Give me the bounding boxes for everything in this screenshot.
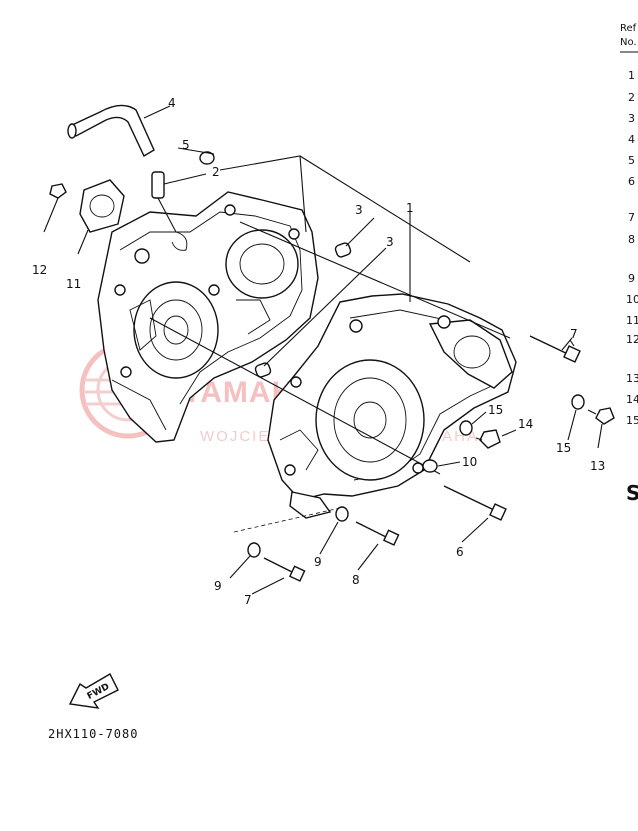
- crankshaft-axis-line: [149, 317, 441, 475]
- bolt-13: [587, 407, 615, 425]
- ref-num: 6: [628, 175, 635, 188]
- section-letter: S: [626, 481, 638, 505]
- breather-cap: [177, 147, 215, 165]
- ref-num: 11: [626, 314, 638, 327]
- callout-6: 6: [456, 545, 464, 559]
- ref-column: Ref No. 1 2 3 4 5 6 7 8 9 10 11 12 13 14…: [620, 23, 638, 505]
- washer-9-lower: [247, 542, 261, 558]
- callout-15-right: 15: [556, 441, 571, 455]
- callout-1: 1: [406, 201, 414, 215]
- bolt-7-lower: [263, 557, 306, 582]
- diagram-code: 2HX110-7080: [48, 727, 138, 741]
- callout-14: 14: [518, 417, 533, 431]
- callout-2: 2: [212, 165, 220, 179]
- bolt-6: [443, 485, 507, 521]
- ref-header-line1: Ref: [620, 23, 637, 34]
- upper-axis-line: [239, 221, 511, 339]
- o-ring-10: [422, 459, 438, 473]
- callout-3a: 3: [355, 203, 363, 217]
- washer-9-upper: [335, 506, 349, 522]
- leader-lines: [219, 155, 603, 595]
- lower-stud-guide: [233, 507, 341, 533]
- callout-4: 4: [168, 96, 176, 110]
- callout-9-upper: 9: [314, 555, 322, 569]
- ref-num: 14: [626, 393, 638, 406]
- callout-9-lower: 9: [214, 579, 222, 593]
- callout-8: 8: [352, 573, 360, 587]
- bolt-7-right: [529, 335, 581, 363]
- right-crankcase: [267, 293, 517, 519]
- fwd-arrow-icon: FWD: [68, 673, 119, 709]
- ref-num: 2: [628, 91, 635, 104]
- callout-15-left: 15: [488, 403, 503, 417]
- ref-num: 7: [628, 211, 635, 224]
- ref-num: 10: [626, 293, 638, 306]
- bolt-14: [475, 429, 501, 449]
- bolt-8: [355, 521, 400, 546]
- callout-13: 13: [590, 459, 605, 473]
- callout-10: 10: [462, 455, 477, 469]
- dowel-pins: [254, 242, 352, 378]
- callout-7-lower: 7: [244, 593, 252, 607]
- ref-num: 1: [628, 69, 635, 82]
- left-crankcase: [97, 191, 319, 443]
- ref-num: 12: [626, 333, 638, 346]
- callout-3b: 3: [386, 235, 394, 249]
- gasket-plate: [77, 179, 125, 255]
- ref-num: 15: [626, 414, 638, 427]
- ref-header-line2: No.: [620, 37, 637, 48]
- callout-5: 5: [182, 138, 190, 152]
- ref-num: 9: [628, 272, 635, 285]
- ref-num: 3: [628, 112, 635, 125]
- callout-7-right: 7: [570, 327, 578, 341]
- ref-num: 4: [628, 133, 635, 146]
- callout-12: 12: [32, 263, 47, 277]
- breather-hose: [67, 104, 171, 157]
- ref-num: 5: [628, 154, 635, 167]
- callout-11: 11: [66, 277, 81, 291]
- breather-nipple: [151, 171, 207, 251]
- washer-15-right: [571, 394, 585, 410]
- bolt-12: [43, 183, 67, 233]
- ref-num: 8: [628, 233, 635, 246]
- washer-15-left: [459, 420, 473, 436]
- ref-num: 13: [626, 372, 638, 385]
